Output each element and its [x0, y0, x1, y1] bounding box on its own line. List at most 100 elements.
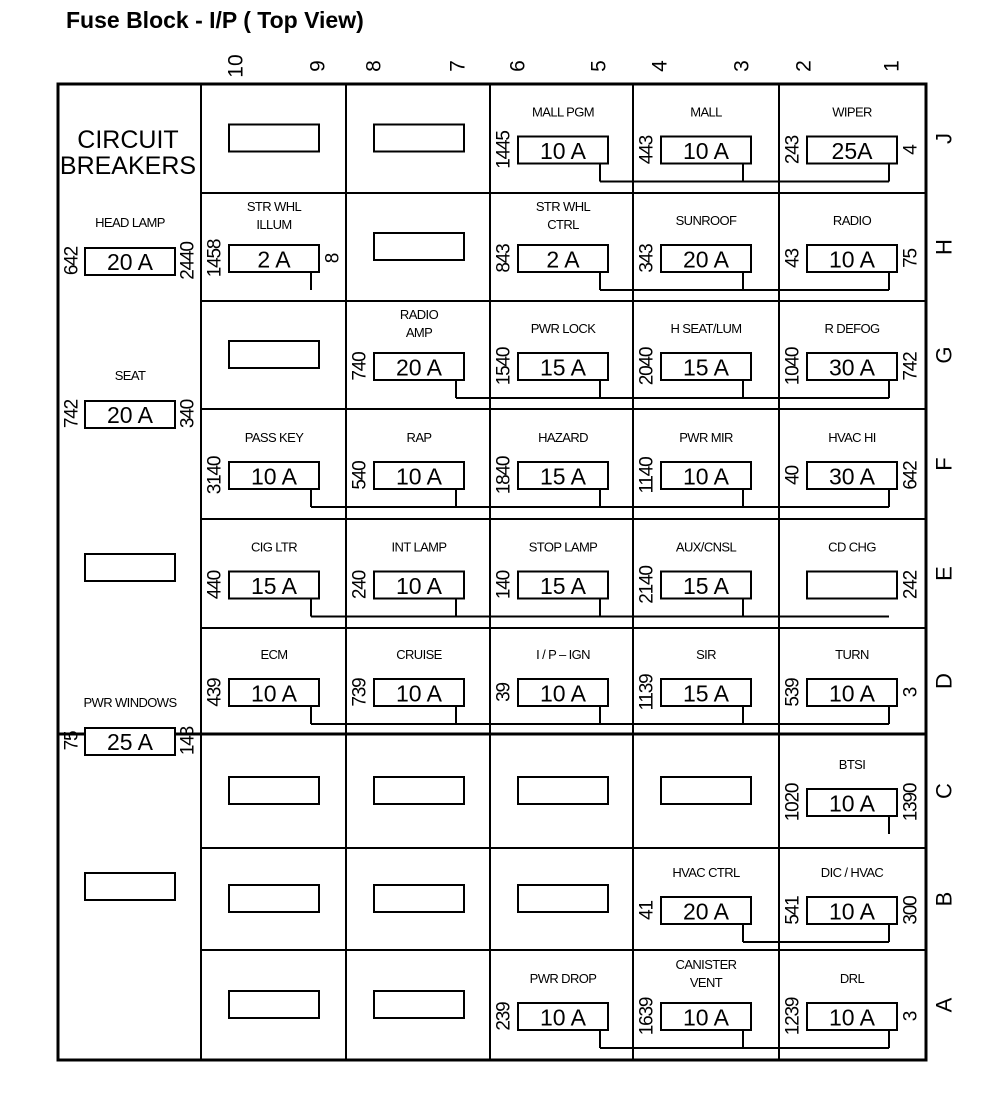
- breaker-rating: 20 A: [107, 249, 154, 275]
- fuse-rating: 10 A: [251, 681, 298, 707]
- circuit-number-right: 3: [901, 687, 922, 697]
- fuse-slot: [373, 232, 465, 261]
- fuse-rating: 10 A: [396, 681, 443, 707]
- fuse-slot: [806, 461, 898, 490]
- fuse-label: DIC / HVAC: [821, 865, 884, 880]
- circuit-number-left: 41: [637, 901, 658, 920]
- fuse-slot: [228, 340, 320, 369]
- breaker-rating: 25 A: [107, 729, 154, 755]
- breaker-circuit-left: 742: [62, 399, 83, 428]
- circuit-number-left: 1458: [205, 239, 226, 277]
- fuse-label: AUX/CNSL: [676, 540, 737, 555]
- fuse-slot: [517, 884, 609, 913]
- breaker-rating: 20 A: [107, 402, 154, 428]
- fuse-slot: [228, 776, 320, 805]
- fuse-slot: [660, 244, 752, 273]
- fuse-label: RADIO: [833, 213, 872, 228]
- fuse-cell: [228, 776, 320, 805]
- circuit-number-left: 39: [494, 683, 515, 702]
- fuse-label: H SEAT/LUM: [670, 321, 741, 336]
- fuse-slot: [373, 352, 465, 381]
- fuse-label: PWR MIR: [679, 430, 733, 445]
- circuit-number-left: 1840: [494, 456, 515, 494]
- fuse-slot: [517, 570, 609, 600]
- fuse-cell: [228, 123, 320, 153]
- fuse-rating: 30 A: [829, 355, 876, 381]
- fuse-slot: [228, 123, 320, 153]
- fuse-rating: 10 A: [829, 791, 876, 817]
- fuse-rating: 15 A: [540, 355, 587, 381]
- fuse-cell: [373, 232, 465, 261]
- fuse-cell: RADIO 10 A 43 75: [783, 213, 922, 290]
- outer-frame: [56, 82, 928, 1062]
- fuse-slot: [373, 884, 465, 913]
- fuse-rating: 25A: [832, 138, 874, 164]
- circuit-number-left: 1540: [494, 347, 515, 385]
- fuse-rating: 10 A: [683, 464, 730, 490]
- fuse-cell: [517, 884, 609, 913]
- fuse-rating: 15 A: [540, 464, 587, 490]
- fuse-label: PASS KEY: [245, 430, 304, 445]
- breaker-circuit-right: 340: [178, 399, 199, 428]
- fuse-rating: 15 A: [251, 573, 298, 599]
- fuse-cell: I / P – IGN 10 A 39: [494, 647, 609, 724]
- circuit-number-right: 242: [901, 570, 922, 599]
- fuse-slot: [373, 461, 465, 490]
- fuse-slot: [806, 244, 898, 273]
- circuit-number-left: 243: [783, 135, 804, 164]
- fuse-label: MALL: [690, 105, 722, 120]
- breaker-label: HEAD LAMP: [95, 215, 165, 230]
- breaker-label: SEAT: [115, 368, 146, 383]
- fuse-slot: [806, 896, 898, 925]
- fuse-rating: 20 A: [683, 247, 730, 273]
- fuse-rating: 15 A: [683, 355, 730, 381]
- breaker-circuit-left: 642: [62, 246, 83, 275]
- fuse-rating: 10 A: [540, 681, 587, 707]
- fuse-rating: 20 A: [683, 899, 730, 925]
- circuit-number-left: 140: [494, 570, 515, 599]
- circuit-number-right: 75: [901, 249, 922, 268]
- fuse-slot: [517, 244, 609, 273]
- fuse-slot: [517, 776, 609, 805]
- fuse-slot: [806, 1002, 898, 1031]
- fuse-slot: [660, 352, 752, 381]
- row-letter: B: [932, 892, 957, 907]
- fuse-label: PWR DROP: [530, 971, 597, 986]
- circuit-number-right: 642: [901, 461, 922, 490]
- circuit-number-left: 1140: [637, 457, 658, 494]
- fuse-label: SIR: [696, 647, 716, 662]
- circuit-number-left: 1239: [783, 997, 804, 1035]
- circuit-number-right: 4: [901, 144, 922, 155]
- fuse-slot: [660, 135, 752, 165]
- circuit-number-left: 43: [783, 249, 804, 268]
- circuit-number-left: 1020: [783, 783, 804, 821]
- fuse-label: ILLUM: [256, 217, 291, 232]
- row-letter: A: [932, 997, 957, 1012]
- breaker-slot: [84, 553, 176, 582]
- fuse-slot: [806, 135, 898, 165]
- fuse-slot: [806, 678, 898, 707]
- circuit-number-left: 739: [350, 678, 371, 707]
- fuse-rating: 15 A: [683, 681, 730, 707]
- diagram-title: Fuse Block - I/P ( Top View): [66, 7, 364, 33]
- fuse-slot: [660, 678, 752, 707]
- fuse-rating: 10 A: [683, 138, 730, 164]
- fuse-rating: 10 A: [829, 247, 876, 273]
- column-number: 5: [588, 60, 611, 72]
- fuse-label: I / P – IGN: [536, 647, 590, 662]
- fuse-label: HVAC CTRL: [672, 865, 740, 880]
